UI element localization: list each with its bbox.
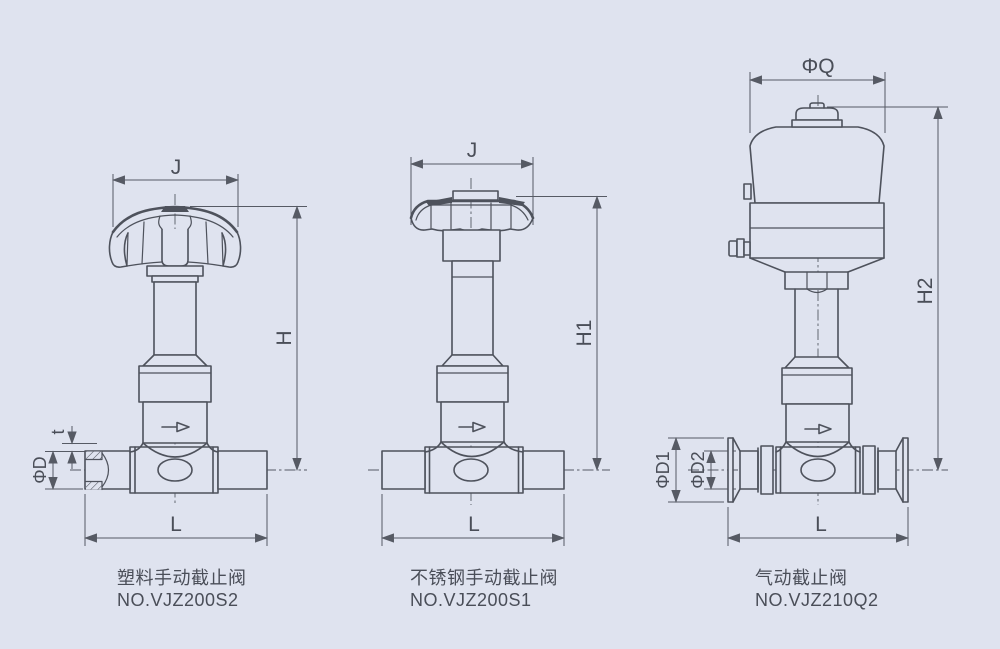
valve2-right-port	[522, 450, 565, 490]
valve3-bell-tab	[743, 183, 752, 200]
valve1-dim-t: t	[48, 429, 68, 434]
valve2-handwheel-cap	[452, 190, 499, 201]
valve2-dim-H1: H1	[573, 320, 596, 347]
valve3-dim-phiD1: ΦD1	[653, 451, 673, 488]
valve3-left-ferrule	[727, 437, 734, 503]
valve3-actuator-bell	[749, 126, 885, 204]
valve3-dim-phiD2: ΦD2	[688, 451, 708, 488]
valve3-model: NO.VJZ210Q2	[755, 590, 879, 610]
valve2-seat-ellipse	[453, 458, 489, 482]
valve3-dim-phiQ: ΦQ	[801, 55, 834, 78]
valve1-handwheel-hub	[161, 229, 189, 267]
valve3-air-fitting	[728, 240, 738, 257]
valve1-dim-H: H	[273, 330, 296, 345]
valve3-dim-H2: H2	[914, 278, 937, 305]
valve2-dim-J: J	[467, 139, 478, 162]
valve3-body	[727, 423, 909, 503]
valve1-caption: 塑料手动截止阀	[117, 568, 247, 588]
valve1-right-port	[217, 450, 268, 490]
valve2-model: NO.VJZ200S1	[410, 590, 532, 610]
valve1-bonnet	[138, 265, 212, 444]
valve2-caption: 不锈钢手动截止阀	[410, 568, 558, 588]
valve2-left-port	[381, 450, 426, 490]
valve1-seat-ellipse	[157, 458, 193, 482]
valve1-model: NO.VJZ200S2	[117, 590, 239, 610]
valve3-dimensions: ΦQ H2 ΦD1 ΦD2 L	[653, 55, 948, 546]
valve2-handwheel	[409, 190, 535, 232]
valve-plastic-manual: J H t ΦD L	[30, 156, 307, 610]
valve3-hex-nut	[784, 271, 849, 290]
valve1-dim-J: J	[171, 156, 182, 179]
valve1-handwheel	[108, 205, 242, 268]
valve2-dimensions: J H1 L	[380, 139, 607, 546]
valve1-handwheel-cap	[161, 206, 189, 212]
valve3-right-ferrule	[902, 437, 909, 503]
valve3-actuator	[728, 102, 885, 358]
valve3-actuator-nub	[809, 102, 825, 109]
valve3-caption: 气动截止阀	[755, 568, 848, 588]
valve3-stem	[794, 288, 839, 358]
valve1-socket-arc	[101, 452, 110, 488]
valve-pneumatic: ΦQ H2 ΦD1 ΦD2 L	[653, 55, 948, 610]
valve3-actuator-base	[749, 202, 885, 259]
valve1-dim-phiD: ΦD	[30, 456, 50, 483]
valve-stainless-manual: J H1 L	[368, 139, 610, 610]
valve2-dim-L: L	[468, 513, 480, 536]
valve1-dim-L: L	[170, 513, 182, 536]
valve3-dim-L: L	[815, 513, 827, 536]
valve3-bonnet	[781, 356, 853, 443]
valve2-bonnet	[436, 229, 509, 443]
valve1-body	[84, 421, 268, 494]
valve2-body	[381, 421, 565, 494]
valve3-seat-ellipse	[800, 458, 836, 482]
